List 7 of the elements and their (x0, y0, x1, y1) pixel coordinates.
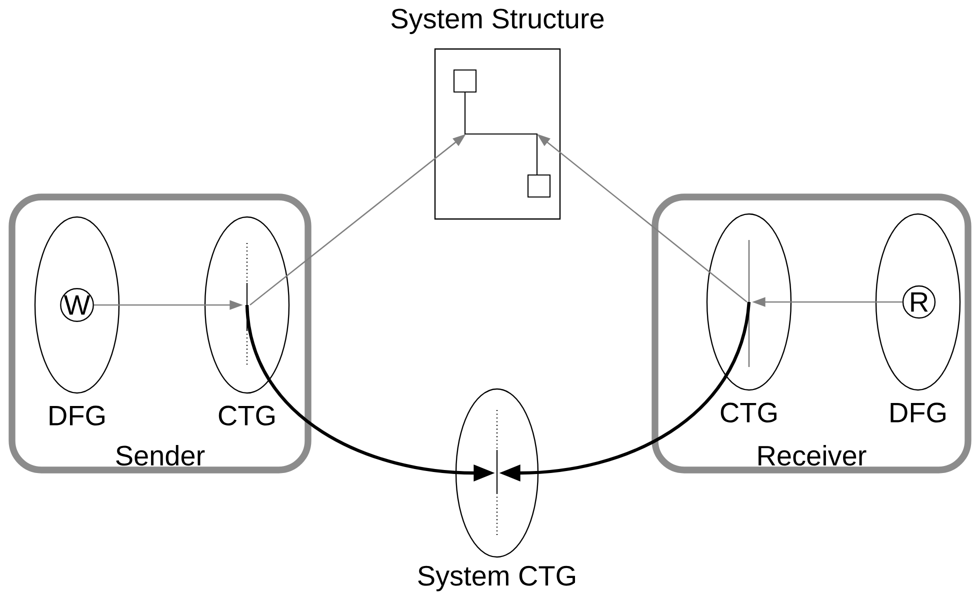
node-label: System Structure (391, 8, 604, 34)
node-label: DFG (890, 402, 946, 423)
node-label: System CTG (418, 566, 575, 592)
node-label: DFG (50, 406, 104, 426)
node-label: CTG (218, 406, 274, 426)
structure-box: System Structure (391, 8, 604, 220)
node-label: CTG (720, 402, 776, 423)
